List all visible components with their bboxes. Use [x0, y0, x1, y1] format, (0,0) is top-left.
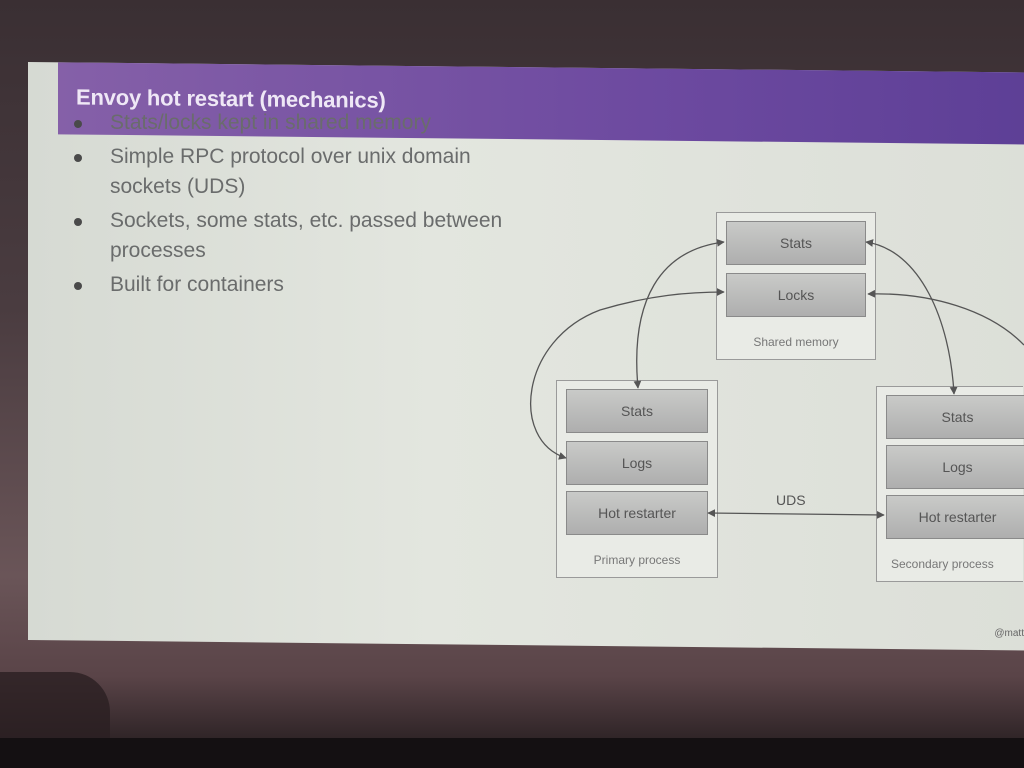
primary-process-label: Primary process — [593, 553, 681, 567]
primary-hot-restarter: Hot restarter — [566, 491, 708, 535]
secondary-stats: Stats — [886, 395, 1024, 439]
arrow-primary-stats — [633, 239, 725, 389]
screen-bezel — [0, 738, 1024, 768]
arrow-secondary-locks — [867, 289, 1024, 346]
arrow-uds — [707, 509, 885, 519]
slide-credit: @matt — [994, 628, 1024, 639]
shared-memory-label: Shared memory — [753, 335, 839, 349]
shared-memory-stats: Stats — [726, 221, 866, 265]
bullet-item: Simple RPC protocol over unix domain soc… — [70, 142, 530, 202]
bullet-item: Built for containers — [70, 270, 530, 300]
secondary-hot-restarter: Hot restarter — [886, 495, 1024, 539]
foreground-shadow — [0, 672, 110, 742]
bullet-list: Stats/locks kept in shared memory Simple… — [70, 108, 530, 304]
shared-memory-locks: Locks — [726, 273, 866, 317]
secondary-logs: Logs — [886, 445, 1024, 489]
arrow-primary-locks — [530, 288, 725, 460]
secondary-process-box: Stats Logs Hot restarter Secondary proce… — [876, 386, 1024, 582]
uds-label: UDS — [776, 492, 806, 508]
secondary-process-label: Secondary process — [891, 557, 994, 571]
bullet-item: Stats/locks kept in shared memory — [70, 108, 530, 138]
arrow-secondary-stats — [865, 239, 958, 395]
shared-memory-box: Stats Locks Shared memory — [716, 212, 876, 360]
bullet-item: Sockets, some stats, etc. passed between… — [70, 206, 530, 266]
